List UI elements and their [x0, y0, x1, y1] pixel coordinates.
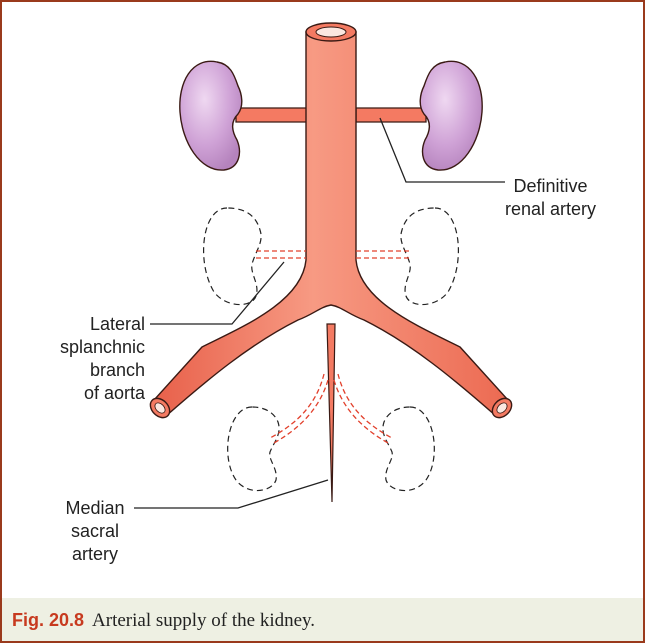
figure-caption: Fig. 20.8 Arterial supply of the kidney. [2, 598, 643, 641]
label-definitive-renal-artery: Definitive renal artery [505, 175, 596, 221]
label-median-sacral-artery: Median sacral artery [54, 497, 136, 566]
mid-left-kidney-outline [204, 208, 261, 305]
right-kidney [420, 61, 482, 170]
median-sacral-leader [134, 480, 328, 508]
low-right-kidney-outline [383, 407, 434, 491]
label-lateral-splanchnic-branch: Lateral splanchnic branch of aorta [60, 313, 145, 405]
caption-text: Arterial supply of the kidney. [92, 610, 315, 631]
figure-number: Fig. 20.8 [12, 610, 84, 630]
low-left-kidney-outline [228, 407, 279, 491]
median-sacral-artery [327, 324, 335, 502]
mid-right-kidney-outline [401, 208, 458, 305]
left-kidney [180, 61, 242, 170]
